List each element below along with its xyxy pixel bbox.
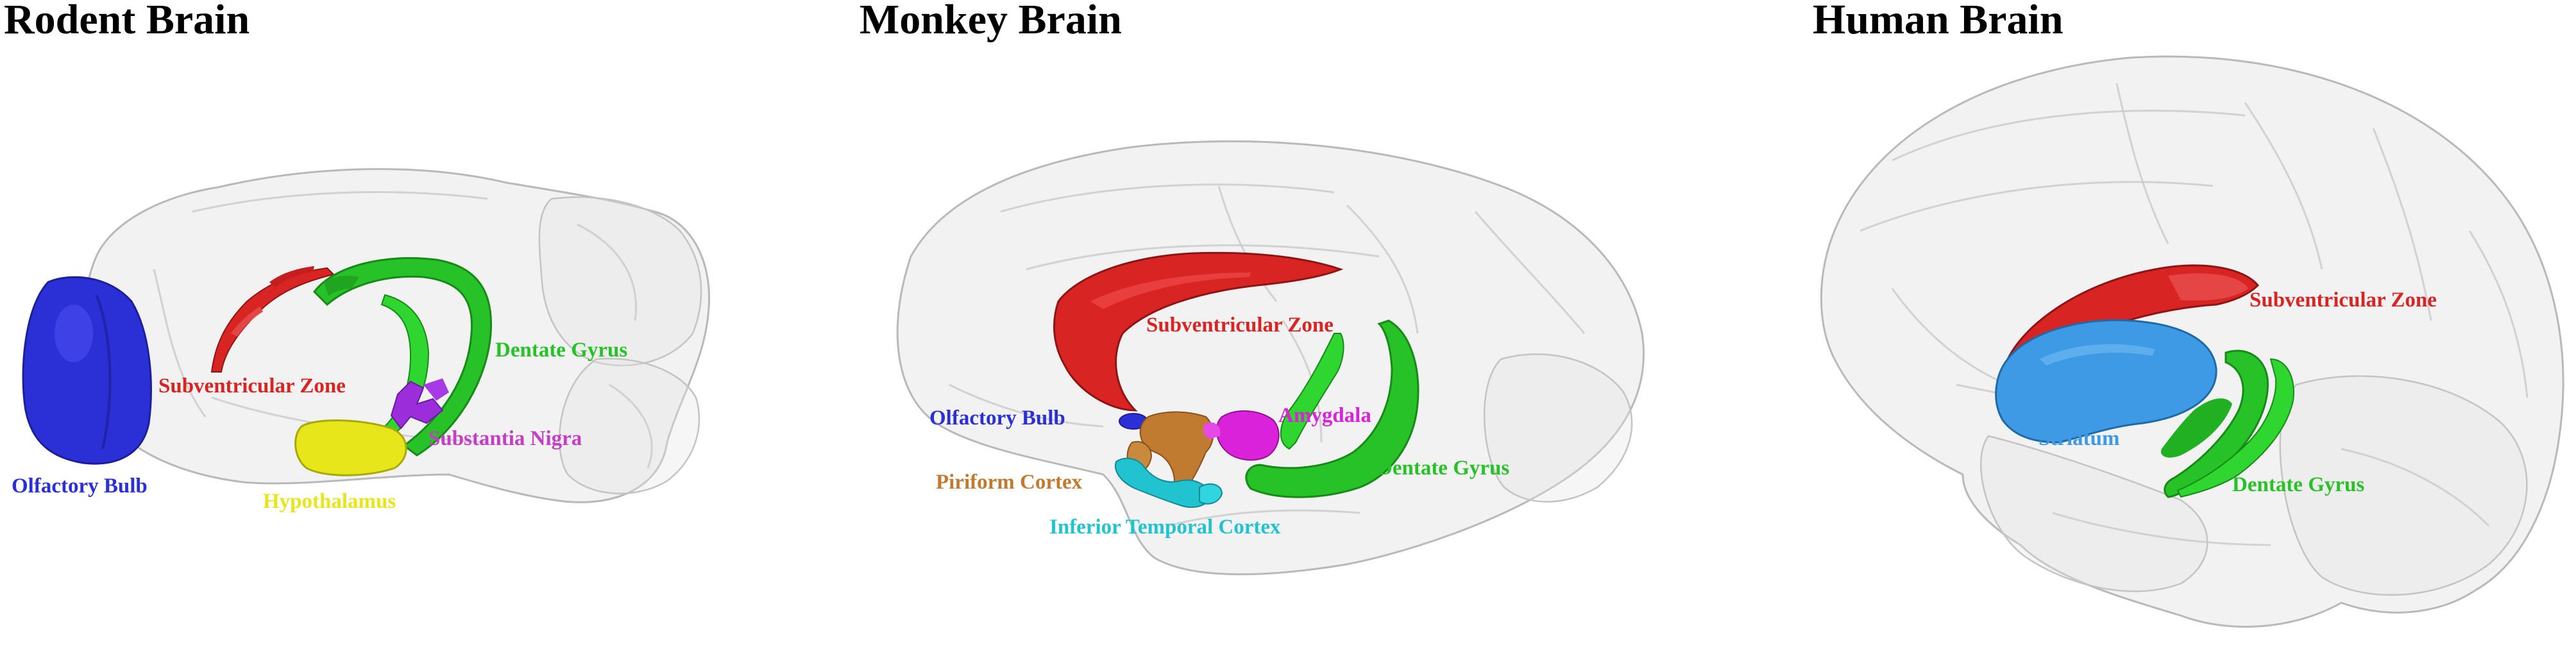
rodent-olfactory-bulb	[22, 276, 152, 465]
monkey-panel-title: Monkey Brain	[860, 0, 1122, 43]
monkey-brain-outline	[896, 140, 1645, 576]
human-panel-title: Human Brain	[1813, 0, 2063, 43]
label-striatum: Striatum	[2038, 427, 2120, 450]
label-hypothalamus: Hypothalamus	[263, 490, 396, 513]
monkey-amygdala	[1203, 410, 1280, 461]
rodent-subventricular-zone	[210, 266, 335, 373]
human-striatum	[1995, 319, 2217, 444]
label-subventricular-zone: Subventricular Zone	[2250, 289, 2437, 312]
monkey-inferior-temporal-cortex	[1114, 457, 1223, 508]
rodent-brain-outline	[83, 168, 711, 503]
label-olfactory-bulb: Olfactory Bulb	[12, 475, 148, 498]
label-subventricular-zone: Subventricular Zone	[1146, 314, 1334, 337]
label-substantia-nigra: Substantia Nigra	[428, 427, 582, 450]
rodent-hypothalamus	[294, 419, 407, 476]
label-amygdala: Amygdala	[1278, 404, 1371, 427]
monkey-dentate-gyrus	[1245, 319, 1419, 498]
rodent-panel: Rodent Brain	[4, 0, 711, 513]
label-dentate-gyrus: Dentate Gyrus	[1377, 457, 1509, 480]
human-dentate-gyrus	[2161, 349, 2294, 498]
label-dentate-gyrus: Dentate Gyrus	[2232, 473, 2364, 496]
label-piriform-cortex: Piriform Cortex	[936, 471, 1083, 494]
label-olfactory-bulb: Olfactory Bulb	[929, 407, 1065, 430]
monkey-panel: Monkey Brain	[860, 0, 1645, 576]
human-panel: Human Brain	[1813, 0, 2564, 628]
monkey-subventricular-zone	[1053, 251, 1344, 412]
label-subventricular-zone: Subventricular Zone	[158, 374, 346, 398]
label-inferior-temporal-cortex: Inferior Temporal Cortex	[1049, 516, 1281, 539]
rodent-panel-title: Rodent Brain	[4, 0, 250, 43]
rodent-substantia-nigra	[390, 378, 449, 430]
label-dentate-gyrus: Dentate Gyrus	[495, 339, 627, 362]
